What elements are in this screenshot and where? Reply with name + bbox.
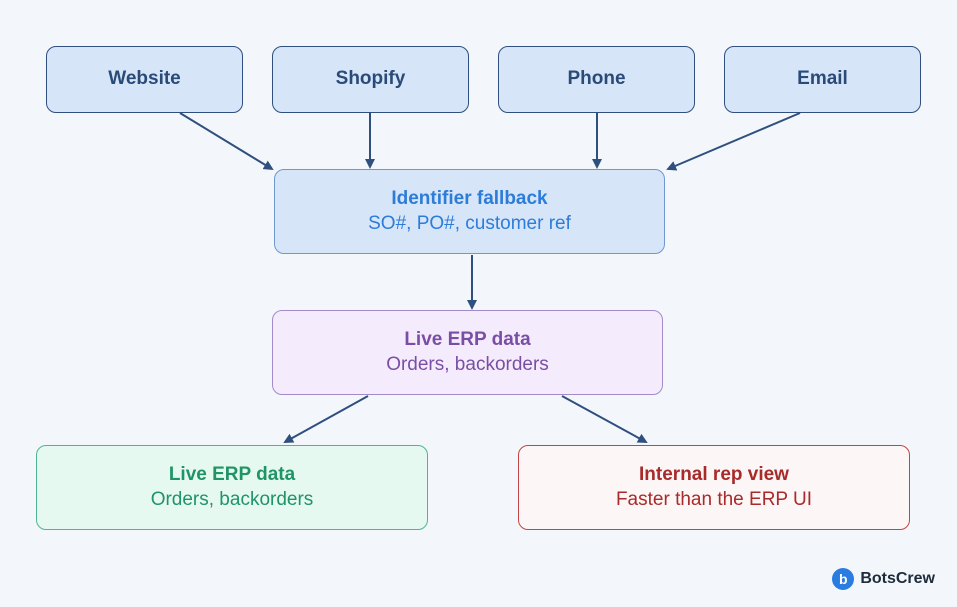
source-label: Shopify — [335, 68, 406, 90]
output-node-internal-rep-view: Internal rep view Faster than the ERP UI — [518, 445, 910, 530]
output-title: Live ERP data — [168, 463, 296, 485]
source-node-phone: Phone — [498, 46, 695, 113]
identifier-fallback-node: Identifier fallback SO#, PO#, customer r… — [274, 169, 665, 254]
edge-erp-to-live-erp — [283, 395, 369, 443]
botscrew-logo-icon: b — [832, 568, 855, 590]
erp-title: Live ERP data — [404, 328, 531, 350]
brand-watermark: b BotsCrew — [832, 568, 935, 590]
brand-name: BotsCrew — [860, 570, 935, 587]
edge-website-to-identifier — [179, 112, 274, 171]
erp-subtitle: Orders, backorders — [386, 353, 549, 375]
output-title: Internal rep view — [639, 463, 789, 485]
live-erp-data-node: Live ERP data Orders, backorders — [272, 310, 663, 395]
source-label: Phone — [567, 68, 626, 90]
source-label: Email — [797, 68, 848, 90]
output-subtitle: Orders, backorders — [150, 488, 314, 510]
source-node-website: Website — [46, 46, 243, 113]
identifier-subtitle: SO#, PO#, customer ref — [368, 212, 571, 234]
output-node-live-erp: Live ERP data Orders, backorders — [36, 445, 428, 530]
source-node-email: Email — [724, 46, 921, 113]
output-subtitle: Faster than the ERP UI — [615, 488, 813, 510]
source-label: Website — [108, 68, 181, 90]
identifier-title: Identifier fallback — [391, 187, 548, 209]
edge-erp-to-rep-view — [561, 395, 648, 443]
edge-email-to-identifier — [666, 112, 801, 171]
source-node-shopify: Shopify — [272, 46, 469, 113]
